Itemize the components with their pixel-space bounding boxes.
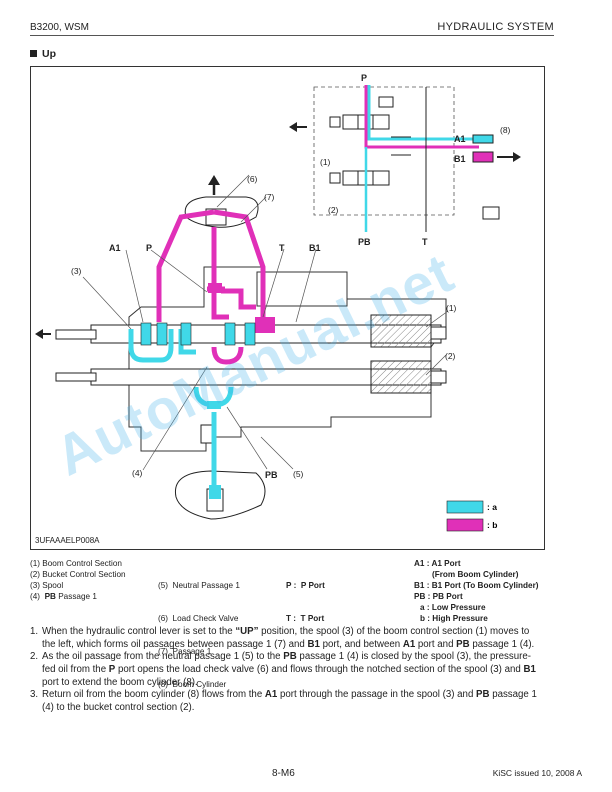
inset-schematic xyxy=(289,85,521,232)
inset-callout-1: (1) xyxy=(320,157,331,167)
diagram-svg: (3) (6) (7) (1) (2) (4) (5) (1) (2) (8) … xyxy=(35,73,521,545)
legend-item: (8) Boom Cylinder xyxy=(158,680,227,689)
legend-item: (7) Passage 1 xyxy=(158,647,212,656)
key-label-a: : a xyxy=(487,502,497,512)
step-number: 3. xyxy=(30,689,39,700)
label-t: T xyxy=(279,243,285,253)
legend-item: T : T Port xyxy=(286,614,325,623)
label-pb: PB xyxy=(265,470,278,480)
load-check-valve-mark xyxy=(208,283,222,293)
callout-4: (4) xyxy=(132,468,143,478)
legend-item: B1 : B1 Port (To Boom Cylinder) xyxy=(414,581,539,590)
spool-lands xyxy=(140,322,256,346)
step-2: 2. As the oil passage from the neutral p… xyxy=(30,651,544,689)
figure-code: 3UFAAAELP008A xyxy=(35,536,100,545)
inset-label-pb: PB xyxy=(358,237,371,247)
legend-item: A1 : A1 Port xyxy=(414,559,461,568)
pb-passage-mark xyxy=(207,401,221,409)
page-number: 8-M6 xyxy=(272,768,295,779)
step-text: As the oil passage from the neutral pass… xyxy=(42,651,536,688)
legend-item-prefix: (4) xyxy=(30,592,45,601)
section-title: Up xyxy=(42,48,56,60)
legend-item: (From Boom Cylinder) xyxy=(432,570,519,579)
callout-7: (7) xyxy=(264,192,275,202)
key-label-b: : b xyxy=(487,520,497,530)
legend-item: (3) Spool xyxy=(30,581,64,590)
legend-item: (1) Boom Control Section xyxy=(30,559,122,568)
pb-port-mark xyxy=(209,485,221,499)
header-rule xyxy=(30,35,554,36)
inset-label-p: P xyxy=(361,73,367,83)
issue-note: KiSC issued 10, 2008 A xyxy=(492,768,582,778)
callout-labels: (3) (6) (7) (1) (2) (4) (5) (1) (2) (8) xyxy=(71,125,511,479)
step-number: 2. xyxy=(30,651,39,662)
step-number: 1. xyxy=(30,626,39,637)
label-b1: B1 xyxy=(309,243,321,253)
legend-item: (4) PB Passage 1 xyxy=(30,591,126,602)
header-model: B3200, WSM xyxy=(30,22,89,33)
b1-port-mark xyxy=(255,317,275,333)
step-text: When the hydraulic control lever is set … xyxy=(42,626,535,650)
legend-item: a : Low Pressure xyxy=(420,603,486,612)
label-p: P xyxy=(146,243,152,253)
leader-lines xyxy=(82,174,449,471)
step-1: 1. When the hydraulic control lever is s… xyxy=(30,626,544,652)
inset-label-a1: A1 xyxy=(454,134,466,144)
inset-label-t: T xyxy=(422,237,428,247)
square-bullet-icon xyxy=(30,50,37,57)
key-swatch-b xyxy=(446,518,484,532)
inset-callout-8: (8) xyxy=(500,125,511,135)
inset-label-b1: B1 xyxy=(454,154,466,164)
legend-col-3: P : P Port T : T Port xyxy=(286,558,325,635)
legend-col-1: (1) Boom Control Section (2) Bucket Cont… xyxy=(30,558,126,602)
legend-item: (2) Bucket Control Section xyxy=(30,570,126,579)
label-a1: A1 xyxy=(109,243,121,253)
port-labels: A1 P T B1 PB P A1 B1 PB T xyxy=(109,73,466,480)
callout-2: (2) xyxy=(445,351,456,361)
callout-3: (3) xyxy=(71,266,82,276)
header-chapter: HYDRAULIC SYSTEM xyxy=(437,21,554,33)
callout-6: (6) xyxy=(247,174,258,184)
callout-5: (5) xyxy=(293,469,304,479)
inset-callout-2: (2) xyxy=(328,205,339,215)
legend-item: (5) Neutral Passage 1 xyxy=(158,581,240,590)
hydraulic-diagram: (3) (6) (7) (1) (2) (4) (5) (1) (2) (8) … xyxy=(30,66,545,550)
legend-item: PB : PB Port xyxy=(414,592,463,601)
callout-1: (1) xyxy=(446,303,457,313)
legend-item-suffix: Passage 1 xyxy=(55,592,97,601)
legend-item: b : High Pressure xyxy=(420,614,488,623)
legend-item-bold: PB xyxy=(44,592,56,601)
step-3: 3. Return oil from the boom cylinder (8)… xyxy=(30,689,544,715)
legend-item: (6) Load Check Valve xyxy=(158,614,239,623)
legend-item: P : P Port xyxy=(286,581,325,590)
step-text: Return oil from the boom cylinder (8) fl… xyxy=(42,689,537,713)
section-heading: Up xyxy=(30,48,56,60)
key-swatch-a xyxy=(446,500,484,514)
flow-arrows xyxy=(35,175,220,339)
legend-col-4: A1 : A1 Port (From Boom Cylinder) B1 : B… xyxy=(414,558,538,624)
color-key: : a : b xyxy=(446,500,497,532)
legend-col-2: (5) Neutral Passage 1 (6) Load Check Val… xyxy=(158,558,240,701)
